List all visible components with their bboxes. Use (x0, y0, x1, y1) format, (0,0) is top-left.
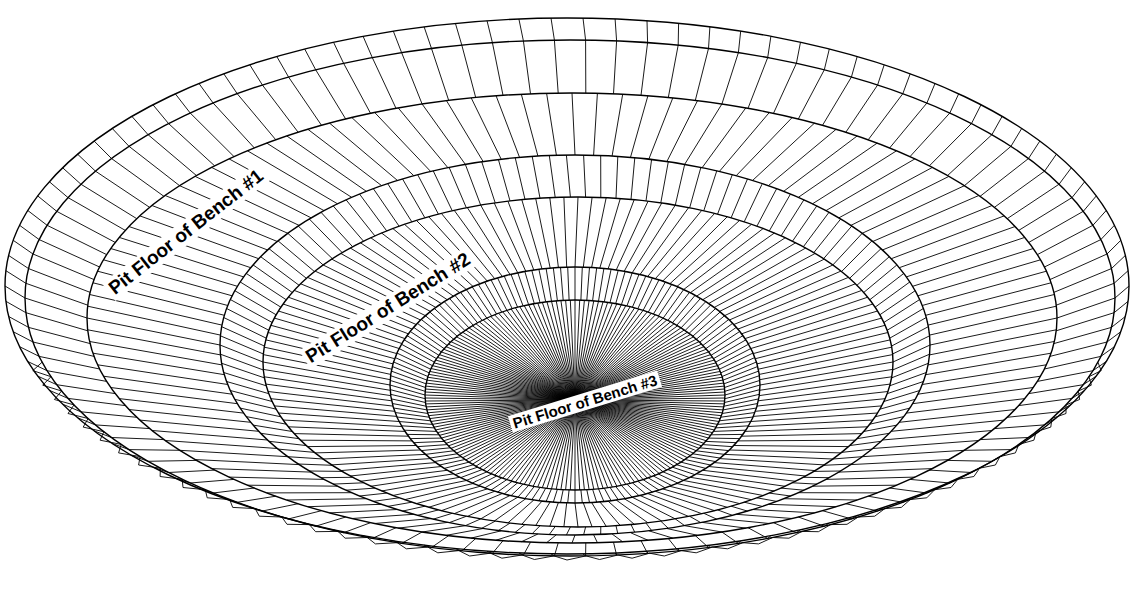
bench-ring (25, 40, 1115, 556)
rim-hatching (33, 362, 1101, 560)
bench-rings (5, 18, 1129, 556)
bench-ring (220, 155, 930, 535)
bench-ring (5, 18, 1129, 554)
bench-ring (390, 267, 760, 503)
bench-ring (87, 93, 1057, 543)
bench-ring (263, 197, 893, 527)
bench-ring (425, 300, 725, 490)
radial-mesh-lines (5, 18, 1129, 556)
